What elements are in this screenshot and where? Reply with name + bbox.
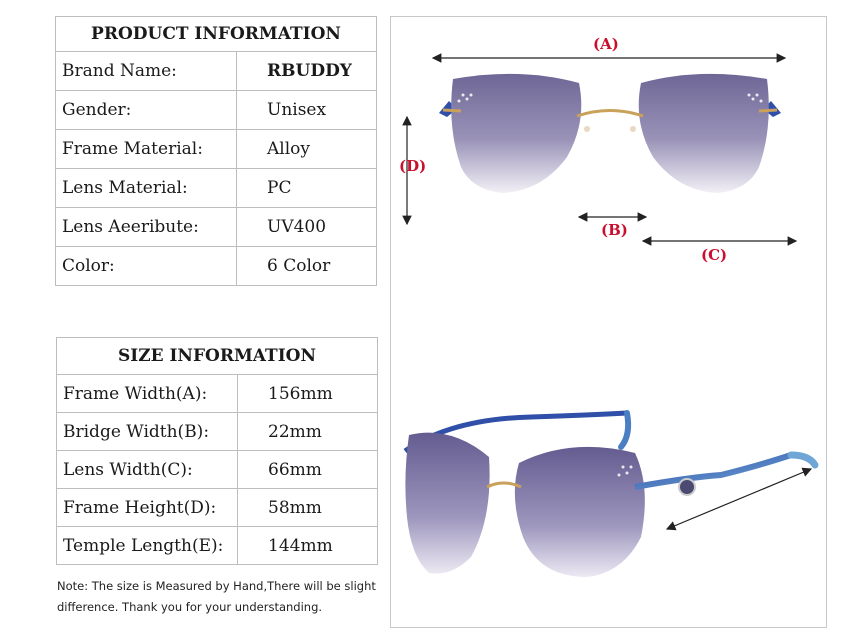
lens-attribute-value: UV400 bbox=[236, 207, 377, 247]
frame-material-value: Alloy bbox=[236, 129, 377, 169]
temple-length-value: 144mm bbox=[237, 526, 378, 565]
right-nose-pad bbox=[630, 126, 636, 132]
table-row: Brand Name: RBUDDY bbox=[55, 51, 377, 91]
temple-ornament bbox=[678, 478, 696, 496]
dimension-e-arrow bbox=[665, 467, 813, 531]
table-row: Temple Length(E): 144mm bbox=[56, 526, 378, 565]
brand-name-value: RBUDDY bbox=[236, 51, 377, 91]
front-temple bbox=[634, 452, 792, 490]
left-nose-pad bbox=[584, 126, 590, 132]
frame-height-value: 58mm bbox=[237, 488, 378, 527]
bridge-angled bbox=[486, 481, 522, 489]
product-information-title: PRODUCT INFORMATION bbox=[55, 16, 377, 52]
table-row: Frame Width(A): 156mm bbox=[56, 374, 378, 413]
measurement-note: Note: The size is Measured by Hand,There… bbox=[57, 579, 376, 614]
lens-material-value: PC bbox=[236, 168, 377, 208]
lens-attribute-key: Lens Aeeribute: bbox=[55, 207, 237, 247]
frame-material-key: Frame Material: bbox=[55, 129, 237, 169]
dimension-b-label: (B) bbox=[601, 221, 628, 239]
left-hinge bbox=[442, 108, 462, 113]
rhinestone-left bbox=[457, 93, 473, 103]
right-hinge bbox=[758, 108, 778, 113]
frame-width-key: Frame Width(A): bbox=[56, 374, 238, 413]
brand-name-key: Brand Name: bbox=[55, 51, 237, 91]
product-image-panel: (A) (D) (B) (C) bbox=[390, 16, 827, 628]
bridge-width-value: 22mm bbox=[237, 412, 378, 451]
lens-width-value: 66mm bbox=[237, 450, 378, 489]
table-row: Lens Width(C): 66mm bbox=[56, 450, 378, 489]
bridge-width-key: Bridge Width(B): bbox=[56, 412, 238, 451]
left-lens bbox=[451, 73, 582, 193]
front-temple-tip bbox=[787, 451, 819, 469]
table-row: Lens Aeeribute: UV400 bbox=[55, 207, 377, 247]
bridge bbox=[576, 109, 644, 118]
color-key: Color: bbox=[55, 246, 237, 286]
lens-material-key: Lens Material: bbox=[55, 168, 237, 208]
product-information-table: PRODUCT INFORMATION Brand Name: RBUDDY G… bbox=[55, 16, 377, 286]
table-row: Lens Material: PC bbox=[55, 168, 377, 208]
back-temple-tip bbox=[618, 410, 632, 450]
table-row: Frame Material: Alloy bbox=[55, 129, 377, 169]
table-row: Color: 6 Color bbox=[55, 246, 377, 286]
size-information-table: SIZE INFORMATION Frame Width(A): 156mm B… bbox=[56, 337, 378, 565]
table-row: Bridge Width(B): 22mm bbox=[56, 412, 378, 451]
table-header-row: SIZE INFORMATION bbox=[56, 337, 378, 375]
lens-width-key: Lens Width(C): bbox=[56, 450, 238, 489]
frame-height-key: Frame Height(D): bbox=[56, 488, 238, 527]
gender-value: Unisex bbox=[236, 90, 377, 130]
dimension-d-label: (D) bbox=[399, 157, 427, 175]
gender-key: Gender: bbox=[55, 90, 237, 130]
angled-view-glasses bbox=[403, 410, 819, 577]
table-row: Gender: Unisex bbox=[55, 90, 377, 130]
rhinestone-right bbox=[747, 93, 763, 103]
right-lens bbox=[638, 73, 769, 193]
rhinestone-angled bbox=[617, 465, 633, 477]
right-lens-angled bbox=[514, 446, 645, 577]
temple-length-key: Temple Length(E): bbox=[56, 526, 238, 565]
dimension-c-label: (C) bbox=[701, 246, 728, 264]
dimension-a-label: (A) bbox=[593, 35, 619, 53]
left-lens-angled bbox=[405, 432, 490, 574]
front-view-glasses bbox=[439, 73, 781, 193]
table-header-row: PRODUCT INFORMATION bbox=[55, 16, 377, 52]
color-value: 6 Color bbox=[236, 246, 377, 286]
size-information-title: SIZE INFORMATION bbox=[56, 337, 378, 375]
sunglasses-illustration bbox=[402, 53, 819, 577]
table-row: Frame Height(D): 58mm bbox=[56, 488, 378, 527]
frame-width-value: 156mm bbox=[237, 374, 378, 413]
